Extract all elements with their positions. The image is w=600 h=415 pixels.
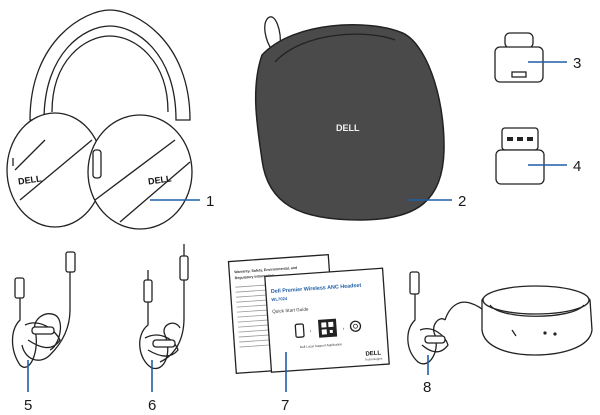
svg-text:›: ›	[342, 326, 344, 332]
documents: Warranty, Safety, Environmental, and Reg…	[227, 253, 390, 375]
quick-start-guide: Dell Premier Wireless ANC Headset WL7024…	[264, 267, 390, 373]
warranty-title-line-1: Warranty, Safety, Environmental, and	[234, 266, 297, 274]
case-logo: DELL	[336, 123, 360, 133]
callout-7: 7	[281, 397, 289, 414]
qr-code	[317, 318, 338, 338]
callout-4: 4	[573, 158, 581, 175]
callout-2: 2	[458, 193, 466, 210]
guide-model: WL7024	[271, 296, 288, 302]
usb-c-dongle	[494, 32, 544, 83]
audio-cable	[139, 244, 189, 370]
case-strap	[264, 16, 281, 51]
callout-5: 5	[24, 397, 32, 414]
callout-1: 1	[206, 193, 214, 210]
callout-8: 8	[423, 379, 431, 396]
callout-3: 3	[573, 55, 581, 72]
usb-a-dongle	[495, 127, 545, 185]
usb-c-cable	[11, 251, 76, 368]
app-icon	[349, 320, 362, 332]
callout-6: 6	[148, 397, 156, 414]
headset: DELL DELL	[6, 9, 193, 230]
phone-icon	[294, 323, 305, 338]
right-cup-logo: DELL	[147, 173, 172, 186]
left-cup-logo: DELL	[17, 173, 42, 186]
case-body	[254, 24, 445, 221]
charging-stand	[407, 271, 593, 365]
guide-caption: Dell Local Support Application	[300, 342, 343, 349]
guide-logo-sub: Technologies	[365, 356, 383, 361]
guide-logo: DELL	[365, 350, 381, 357]
carrying-case: DELL	[254, 16, 445, 221]
warranty-title-line-2: Regulatory Information	[235, 273, 275, 280]
guide-subtitle: Quick Start Guide	[272, 306, 309, 314]
svg-text:›: ›	[310, 328, 312, 334]
